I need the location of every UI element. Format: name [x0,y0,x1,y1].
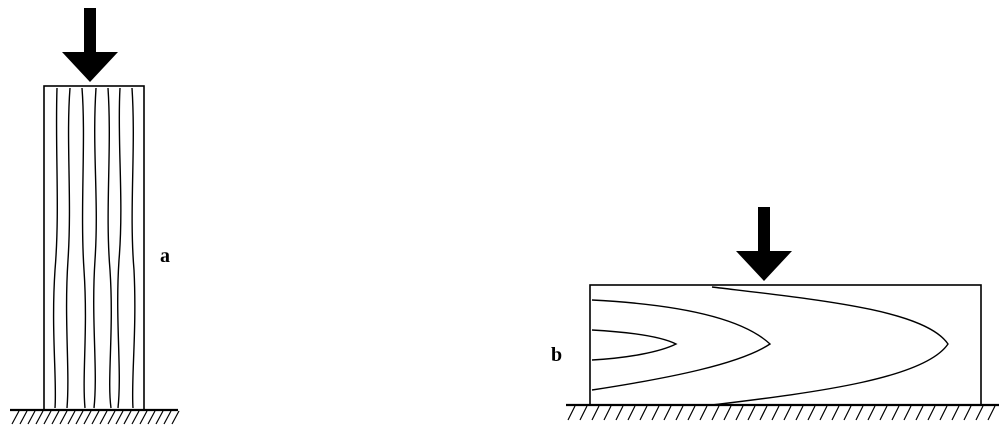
label-b: b [551,344,562,366]
ground-hatch-stroke [591,405,600,421]
ground-hatch-stroke [855,405,864,421]
ground-hatch-stroke [843,405,852,421]
ground-hatch-stroke [163,410,172,425]
ground-hatch-stroke [627,405,636,421]
ground-hatch-stroke [735,405,744,421]
post-grain-lines [52,87,136,409]
ground-hatch-stroke [891,405,900,421]
ground-hatch-stroke [663,405,672,421]
ground-hatch-stroke [171,410,180,425]
grain-arc-inner [591,329,678,361]
specimen-b: b [551,207,999,421]
ground-hatch-stroke [927,405,936,421]
grain-line [117,87,122,409]
load-arrow-b-head [736,251,792,281]
ground-hatch-stroke [867,405,876,421]
grain-line [93,87,97,409]
ground-hatch-stroke [11,410,20,425]
ground-hatch-stroke [75,410,84,425]
ground-hatching-b [567,405,996,421]
load-arrow-b-shaft [758,207,770,253]
grain-line [81,87,87,409]
specimen-a: a [10,8,180,425]
ground-hatch-stroke [675,405,684,421]
ground-hatch-stroke [783,405,792,421]
grain-line [52,87,59,409]
ground-hatch-stroke [951,405,960,421]
ground-hatch-stroke [579,405,588,421]
ground-hatch-stroke [699,405,708,421]
load-arrow-a-shaft [84,8,96,54]
ground-hatch-stroke [831,405,840,421]
load-arrow-a [62,8,118,82]
ground-hatch-stroke [147,410,156,425]
ground-hatch-stroke [43,410,52,425]
ground-hatch-stroke [903,405,912,421]
ground-hatch-stroke [107,410,116,425]
ground-hatch-stroke [795,405,804,421]
ground-hatch-stroke [975,405,984,421]
ground-hatch-stroke [987,405,996,421]
ground-hatch-stroke [83,410,92,425]
grain-arc-outer [711,286,949,406]
ground-hatch-stroke [687,405,696,421]
ground-hatch-stroke [123,410,132,425]
ground-hatch-stroke [759,405,768,421]
ground-hatch-stroke [51,410,60,425]
load-arrow-b [736,207,792,281]
label-a: a [160,245,170,267]
ground-hatch-stroke [567,405,576,421]
ground-hatch-stroke [771,405,780,421]
ground-hatch-stroke [59,410,68,425]
ground-hatch-stroke [963,405,972,421]
ground-hatch-stroke [807,405,816,421]
ground-hatch-stroke [879,405,888,421]
grain-line [65,87,71,409]
ground-hatch-stroke [131,410,140,425]
post-outline [43,85,145,411]
ground-hatch-stroke [615,405,624,421]
ground-hatch-stroke [91,410,100,425]
block-outline [589,284,982,406]
ground-hatch-stroke [939,405,948,421]
ground-hatch-stroke [67,410,76,425]
ground-hatch-stroke [115,410,124,425]
ground-hatch-stroke [639,405,648,421]
ground-hatching-a [11,410,180,425]
grain-line [131,87,136,409]
ground-hatch-stroke [99,410,108,425]
load-arrow-a-head [62,52,118,82]
ground-hatch-stroke [155,410,164,425]
ground-hatch-stroke [711,405,720,421]
grain-arc-middle [591,299,772,391]
ground-hatch-stroke [35,410,44,425]
ground-hatch-stroke [723,405,732,421]
ground-hatch-stroke [139,410,148,425]
ground-hatch-stroke [915,405,924,421]
ground-hatch-stroke [819,405,828,421]
ground-hatch-stroke [27,410,36,425]
ground-hatch-stroke [603,405,612,421]
ground-hatch-stroke [747,405,756,421]
grain-line [107,87,112,409]
ground-hatch-stroke [19,410,28,425]
block-grain-lines [591,286,949,406]
ground-hatch-stroke [651,405,660,421]
